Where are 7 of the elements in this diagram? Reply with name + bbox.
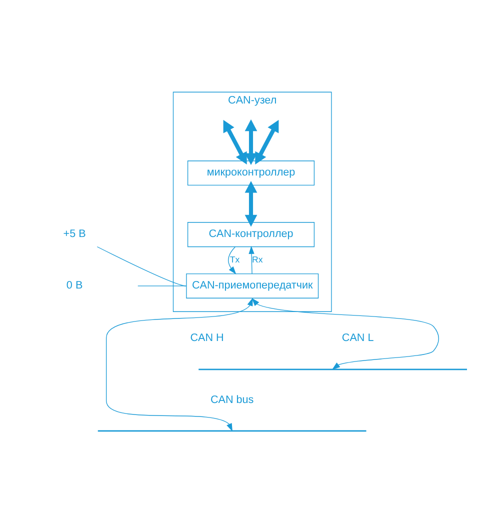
- edge-label: Tx: [230, 254, 240, 264]
- label: CAN L: [342, 332, 374, 344]
- label: CAN H: [190, 332, 224, 344]
- node-text: 0 В: [66, 279, 83, 292]
- node-text: +5 В: [63, 228, 86, 240]
- label: CAN bus: [210, 393, 254, 406]
- edge-label: Rx: [252, 254, 263, 264]
